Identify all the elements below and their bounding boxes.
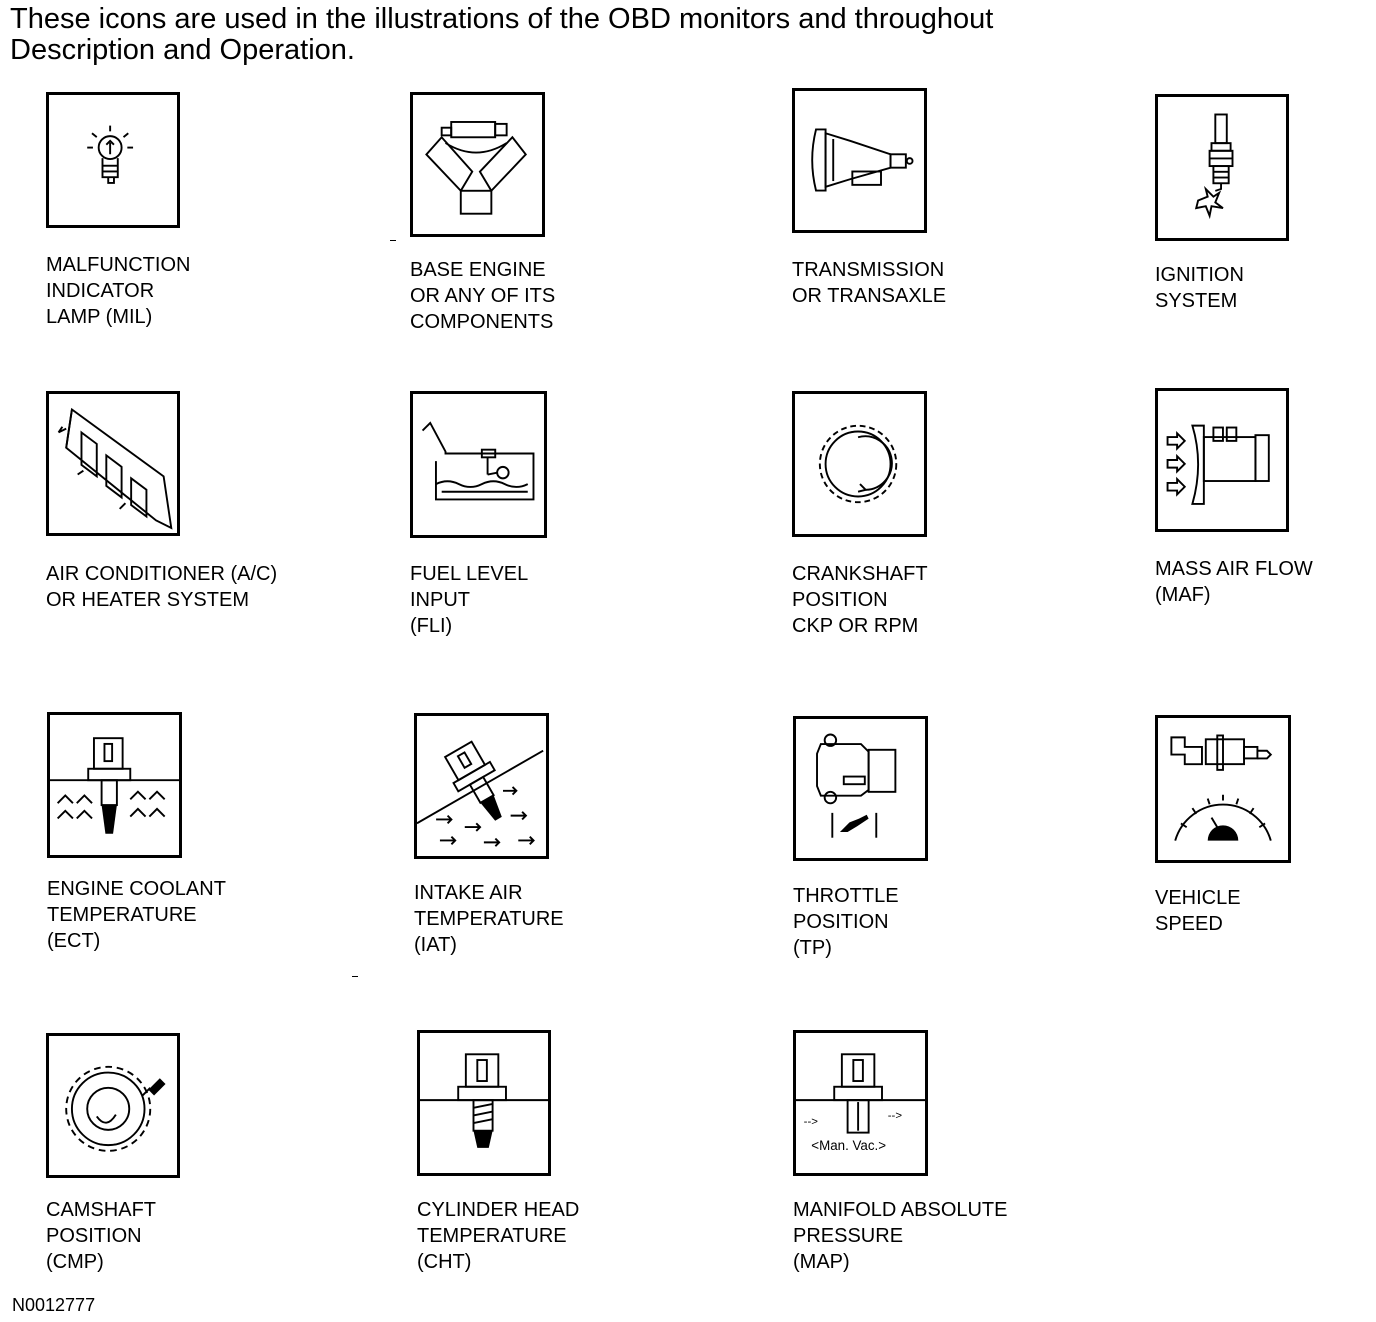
icon-label-tp: THROTTLE POSITION (TP) [793,885,899,959]
icon-label-map: MANIFOLD ABSOLUTE PRESSURE (MAP) [793,1199,1008,1273]
intro-line-2: Description and Operation. [10,34,355,66]
ignition-spark-plug-icon [1155,94,1289,241]
svg-text:-->: --> [888,1110,903,1122]
ac-heater-icon [46,391,180,536]
transmission-icon [792,88,927,233]
icon-label-fuel-level: FUEL LEVEL INPUT (FLI) [410,563,529,637]
icon-label-maf: MASS AIR FLOW (MAF) [1155,558,1313,606]
icon-label-ac-heater: AIR CONDITIONER (A/C) OR HEATER SYSTEM [46,563,278,611]
fuel-level-icon [410,391,547,538]
crankshaft-position-icon [792,391,927,537]
throttle-position-icon [793,716,928,861]
icon-label-crankshaft: CRANKSHAFT POSITION CKP OR RPM [792,563,928,637]
intro-line-1: These icons are used in the illustration… [10,3,994,35]
icon-label-mil: MALFUNCTION INDICATOR LAMP (MIL) [46,254,191,328]
intake-air-temp-icon [414,713,549,859]
mass-air-flow-icon [1155,388,1289,532]
stray-mark [352,976,358,977]
base-engine-icon [410,92,545,237]
stray-mark [390,240,396,241]
map-icon-caption: <Man. Vac.> [811,1138,886,1153]
cylinder-head-temp-icon [417,1030,551,1176]
figure-id: N0012777 [12,1295,96,1315]
camshaft-position-icon [46,1033,180,1178]
icon-label-cht: CYLINDER HEAD TEMPERATURE (CHT) [417,1199,580,1273]
icon-label-iat: INTAKE AIR TEMPERATURE (IAT) [414,882,564,956]
icon-label-base-engine: BASE ENGINE OR ANY OF ITS COMPONENTS [410,259,556,333]
icon-label-ect: ENGINE COOLANT TEMPERATURE (ECT) [47,878,226,952]
svg-text:-->: --> [804,1116,819,1128]
icon-label-transmission: TRANSMISSION OR TRANSAXLE [792,259,947,307]
icon-label-vehicle-speed: VEHICLE SPEED [1155,887,1241,935]
vehicle-speed-icon [1155,715,1291,863]
intro-text: These icons are used in the illustration… [10,4,1310,66]
engine-coolant-temp-icon [47,712,182,858]
icon-label-ignition: IGNITION SYSTEM [1155,264,1244,312]
manifold-pressure-icon: --> --> <Man. Vac.> [793,1030,928,1176]
icon-label-cmp: CAMSHAFT POSITION (CMP) [46,1199,156,1273]
mil-lamp-icon [46,92,180,228]
